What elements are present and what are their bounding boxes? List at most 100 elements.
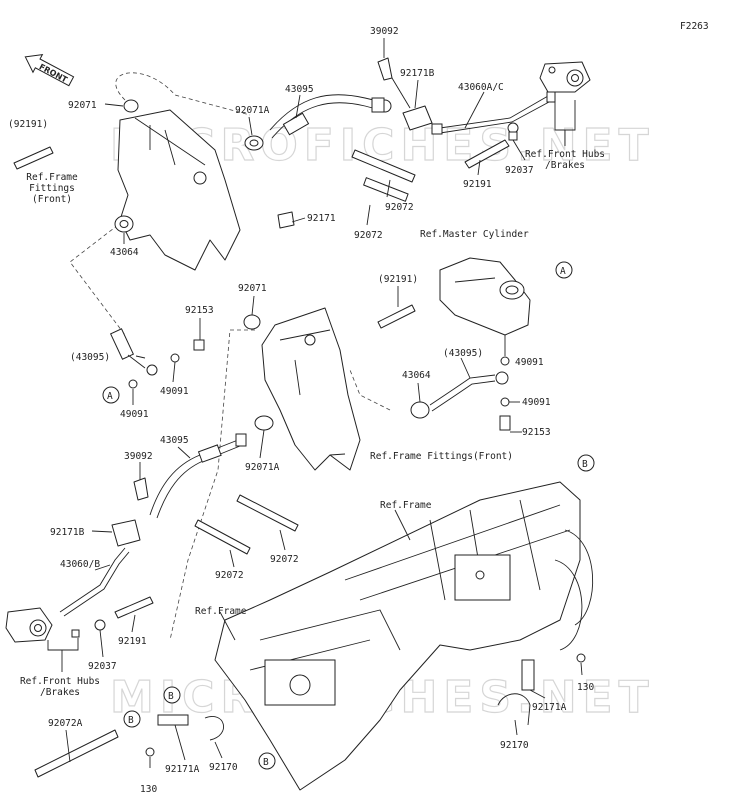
svg-text:B: B [263,757,269,768]
part-92170-right: 92170 [500,740,529,751]
master-cylinder [439,257,531,336]
ref-front-hubs-bottom: Ref.Front Hubs/Brakes [20,676,100,698]
part-39092-mid: 39092 [124,451,153,462]
part-92071-mid: 92071 [238,283,267,294]
part-39092-top: 39092 [370,26,399,37]
bolt-92153-right [499,415,511,431]
ref-frame-fittings-front-right: Ref.Frame Fittings(Front) [370,451,513,462]
part-43064-left: 43064 [110,247,139,258]
part-43095-left: (43095) [70,352,110,363]
grommet-92071a-mid [254,415,274,431]
clamp-92171a-left [157,714,189,726]
brake-hose-upper [269,94,392,139]
bolt-92037-bottom [94,619,106,631]
callout-a-top: A [555,261,573,279]
part-92072-top-b: 92072 [354,230,383,241]
callout-b-left: B [163,686,181,704]
sleeve-92191-bottom [114,596,154,619]
cable-tie-92072-mid-b [194,519,251,555]
ref-front-hubs-top: Ref.Front Hubs/Brakes [525,149,605,171]
svg-text:B: B [128,715,134,726]
part-92072-top-a: 92072 [385,202,414,213]
clamp-92170-right [497,693,531,726]
clamp-92171b-top [402,105,433,131]
part-92037-bottom: 92037 [88,661,117,672]
clamp-92171b-mid [111,519,141,547]
frame-fitting-upper-left [117,109,241,271]
part-130-right: 130 [577,682,594,693]
cable-tie-92072-top-a [351,149,416,183]
part-92071-top: 92071 [68,100,97,111]
part-92171a-right: 92171A [532,702,567,713]
part-92153-right: 92153 [522,427,551,438]
frame-fitting-middle [261,307,361,471]
part-92171b-mid: 92171B [50,527,85,538]
part-43060b: 43060/B [60,559,100,570]
cable-tie-92072a [34,729,119,778]
part-49091-right-a: 49091 [515,357,544,368]
ref-master-cylinder: Ref.Master Cylinder [420,229,529,240]
part-43060ac: 43060A/C [458,82,504,93]
sleeve-92191-mid [377,304,416,329]
ref-frame-upper: Ref.Frame [380,500,432,511]
part-92171b-top: 92171B [400,68,435,79]
part-92171a-left: 92171A [165,764,200,775]
clip-39092-mid [133,477,149,501]
sleeve-92191-top [464,139,510,169]
cable-tie-92072-top-b [363,177,409,202]
clamp-92171a-right [521,659,535,691]
bolt-130-right [576,653,586,663]
brake-hose-left [109,328,205,389]
brake-pipe-43060ac [431,91,556,135]
part-92072-mid-b: 92072 [215,570,244,581]
svg-text:B: B [582,459,588,470]
washer-49091-right-b [500,397,510,407]
cable-tie-92072-mid-a [236,494,299,532]
clip-39092-top [377,57,393,81]
front-hub-caliper-top [539,61,591,93]
diagram-code: F2263 [680,21,709,32]
part-49091-left-a: 49091 [160,386,189,397]
callout-b-top: B [577,454,595,472]
ref-frame-lower: Ref.Frame [195,606,247,617]
part-130-left: 130 [140,784,157,795]
part-92171: 92171 [307,213,336,224]
clamp-92170-left [204,716,224,741]
front-arrow-icon: FRONT [24,53,75,87]
part-92037-top: 92037 [505,165,534,176]
part-92072a: 92072A [48,718,83,729]
grommet-92071-mid [243,314,261,330]
part-92072-mid-a: 92072 [270,554,299,565]
vehicle-frame [214,481,593,791]
washer-49091-left [170,353,180,363]
sleeve-92191-left [13,146,54,170]
brake-hose-right [410,371,509,419]
part-92191-mid: (92191) [378,274,418,285]
grommet-92071-top [123,99,139,113]
callout-b-bottom-mid: B [258,752,276,770]
part-92153-left: 92153 [185,305,214,316]
part-43064-right: 43064 [402,370,431,381]
part-49091-right-b: 49091 [522,397,551,408]
part-92071a-mid: 92071A [245,462,280,473]
brake-pipe-43060b [59,547,126,613]
part-92191-top: 92191 [463,179,492,190]
part-92191-bottom: 92191 [118,636,147,647]
part-43095-mid: 43095 [160,435,189,446]
washer-49091-left-b [128,379,138,389]
brake-hose-middle [149,433,247,519]
part-43095-top: 43095 [285,84,314,95]
part-92071a-top: 92071A [235,105,270,116]
callout-a-left: A [102,386,120,404]
washer-49091-right-a [500,356,510,366]
part-92191-left: (92191) [8,119,48,130]
svg-text:A: A [107,391,113,402]
callout-b-bottom-left: B [123,710,141,728]
part-49091-left-b: 49091 [120,409,149,420]
grommet-43064-right [410,401,430,419]
part-92170-left: 92170 [209,762,238,773]
bolt-130-left [145,747,155,757]
